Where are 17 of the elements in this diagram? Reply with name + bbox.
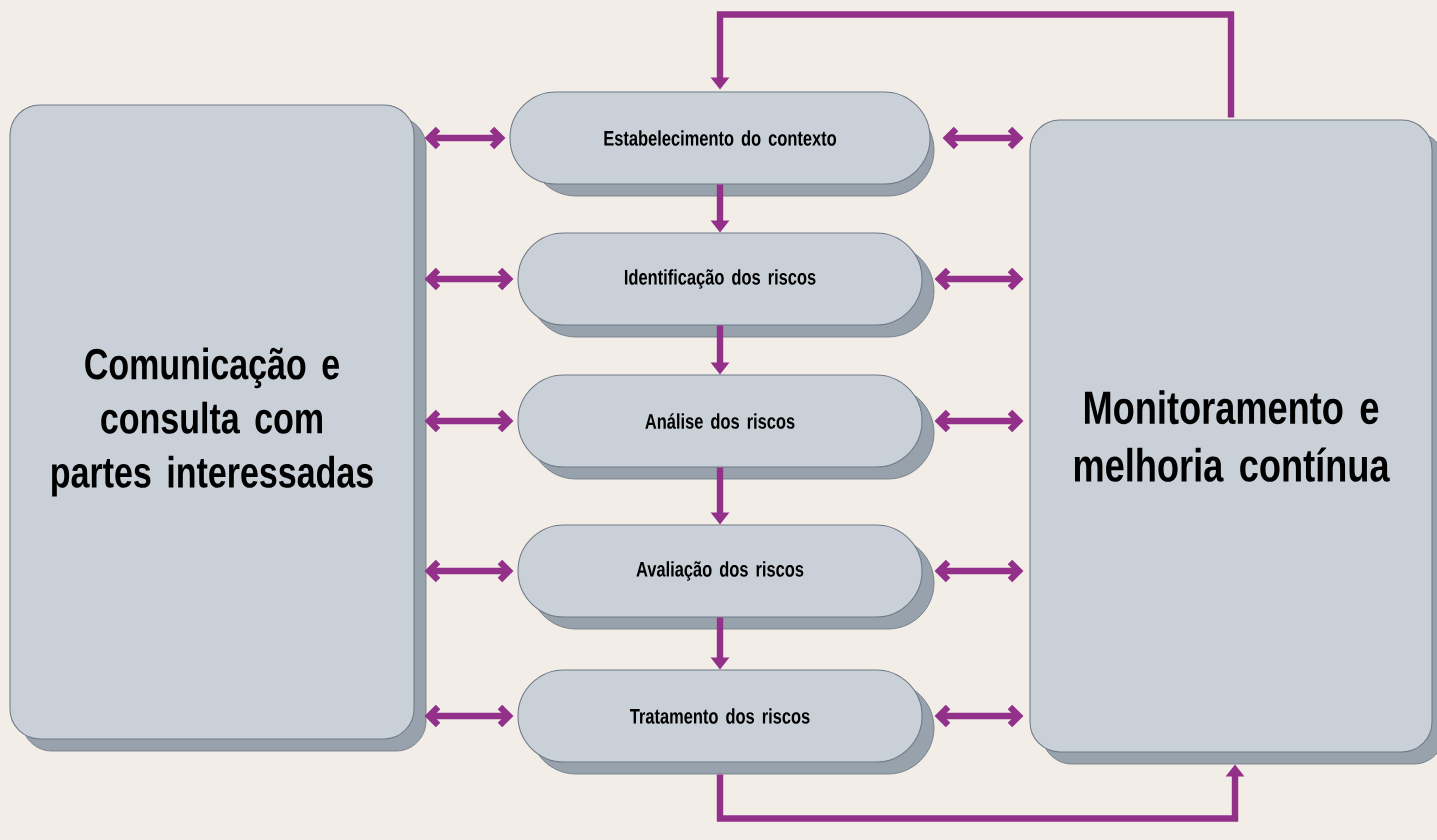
process-box: Identificação dos riscos — [517, 232, 935, 338]
arrow — [424, 704, 514, 728]
arrow — [934, 409, 1024, 433]
process-box: Estabelecimento do contexto — [509, 91, 935, 197]
arrow — [424, 267, 514, 291]
arrow — [934, 559, 1024, 583]
panel-box: Comunicação e consulta com partes interessadas — [9, 104, 427, 752]
arrow — [424, 126, 506, 150]
process-box: Avaliação dos riscos — [517, 524, 935, 630]
panel-box: Monitoramento e melhoria contínua — [1029, 119, 1437, 765]
process-box: Tratamento dos riscos — [517, 669, 935, 775]
arrow — [934, 267, 1024, 291]
arrow — [424, 559, 514, 583]
arrow — [934, 704, 1024, 728]
process-box: Análise dos riscos — [517, 374, 935, 480]
arrow — [424, 409, 514, 433]
arrow — [942, 126, 1024, 150]
